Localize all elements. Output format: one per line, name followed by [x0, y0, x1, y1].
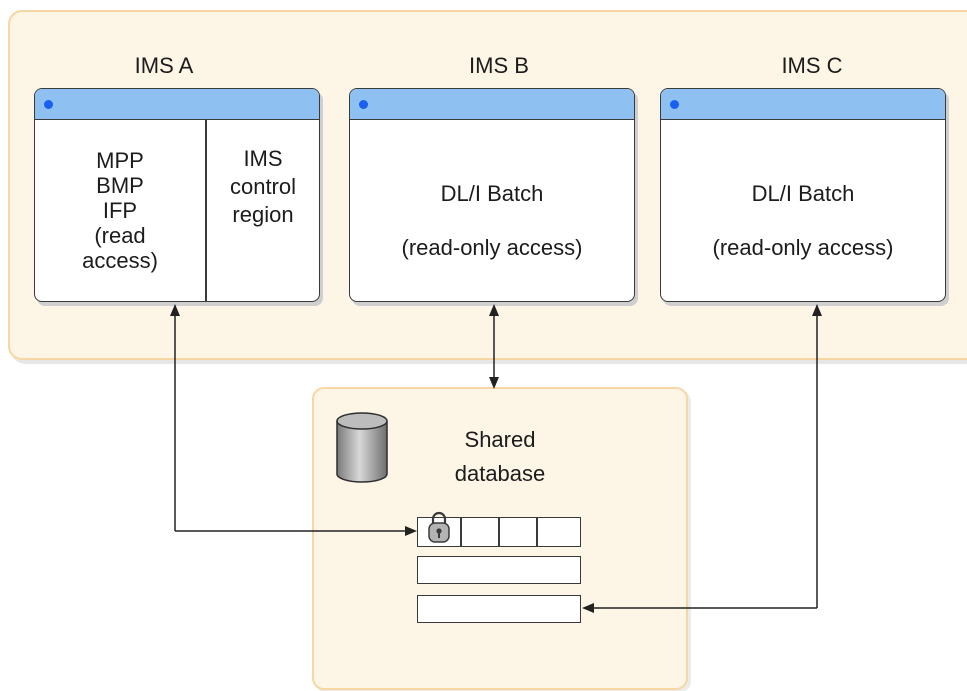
locked-record — [417, 511, 581, 547]
db-label-line: database — [454, 461, 546, 486]
db-label-line: Shared — [464, 427, 536, 452]
ims-b-line: DL/I Batch — [440, 181, 544, 206]
control-region-line: IMS — [243, 146, 283, 171]
ims-b-window: DL/I Batch (read-only access) — [349, 88, 635, 302]
record-segment-divider — [536, 518, 538, 546]
lock-icon — [428, 511, 450, 543]
window-dot-icon — [44, 100, 53, 109]
ims-a-title: IMS A — [134, 53, 194, 78]
control-region-line: control — [229, 174, 297, 199]
window-dot-icon — [359, 100, 368, 109]
control-region-line: region — [232, 202, 294, 227]
ims-c-line: DL/I Batch — [751, 181, 855, 206]
ims-b-connector — [489, 304, 499, 389]
ims-c-title-bar — [661, 89, 945, 120]
ims-a-divider — [205, 119, 207, 301]
ims-a-connector — [170, 304, 417, 536]
ims-b-title-bar — [350, 89, 634, 120]
ims-b-line: (read-only access) — [401, 235, 583, 260]
ims-a-region-line: (read — [94, 222, 146, 248]
ims-c-body: DL/I Batch (read-only access) — [661, 119, 945, 301]
ims-a-control-region: IMS control region — [207, 119, 319, 301]
window-dot-icon — [670, 100, 679, 109]
ims-a-regions: MPP BMP IFP (read access) — [35, 119, 205, 301]
ims-b-content: DL/I Batch (read-only access) — [350, 119, 634, 301]
shared-database-label: Shared database — [420, 423, 580, 491]
ims-c-line: (read-only access) — [712, 235, 894, 260]
ims-a-region-line: IFP — [102, 197, 138, 223]
record-segment-divider — [498, 518, 500, 546]
ims-c-title: IMS C — [781, 53, 843, 78]
ims-b-title: IMS B — [469, 53, 529, 78]
ims-c-window: DL/I Batch (read-only access) — [660, 88, 946, 302]
ims-a-region-line: BMP — [96, 172, 144, 198]
ims-b-body: DL/I Batch (read-only access) — [350, 119, 634, 301]
ims-a-title-bar — [35, 89, 319, 120]
database-cylinder-icon — [336, 412, 388, 483]
ims-c-content: DL/I Batch (read-only access) — [661, 119, 945, 301]
ims-c-connector — [582, 304, 822, 613]
ims-a-window: MPP BMP IFP (read access) IMS control re… — [34, 88, 320, 302]
database-record — [417, 595, 581, 623]
record-segment-divider — [460, 518, 462, 546]
ims-a-region-line: MPP — [96, 147, 144, 173]
database-record — [417, 556, 581, 584]
ims-a-body: MPP BMP IFP (read access) IMS control re… — [35, 119, 319, 301]
ims-a-region-line: access) — [82, 247, 158, 273]
